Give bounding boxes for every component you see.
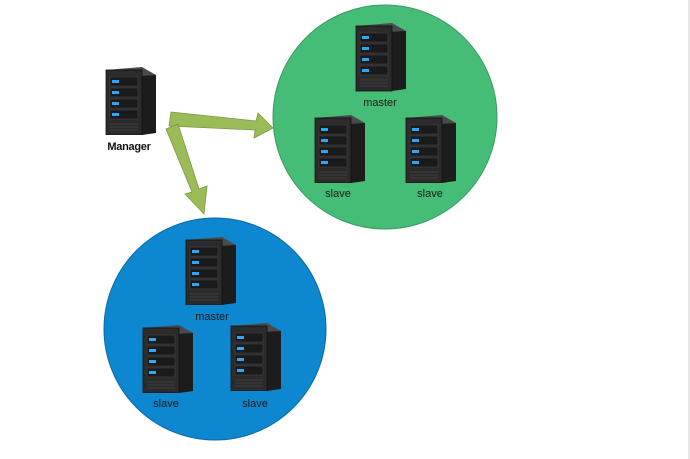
server-tower-icon [185, 237, 236, 305]
server-tower-icon [355, 22, 406, 92]
server-tower-icon [314, 115, 365, 183]
slave-label: slave [417, 188, 443, 200]
slave-label: slave [325, 188, 351, 200]
page-edge-divider [688, 0, 690, 459]
arrow-to-green-cluster [168, 111, 274, 139]
server-tower-icon [230, 323, 281, 391]
cluster-blue: master slave slave [103, 217, 327, 441]
manager-label: Manager [107, 141, 151, 153]
server-tower-icon [142, 325, 193, 393]
master-label: master [363, 97, 397, 109]
master-label: master [195, 311, 229, 323]
manager-node: Manager [105, 67, 156, 153]
slave-label: slave [153, 398, 179, 410]
slave-label: slave [242, 398, 268, 410]
arrow-to-blue-cluster [165, 123, 208, 215]
cluster-green: master slave slave [272, 4, 498, 230]
server-tower-icon [405, 115, 456, 183]
server-tower-icon [105, 67, 156, 135]
